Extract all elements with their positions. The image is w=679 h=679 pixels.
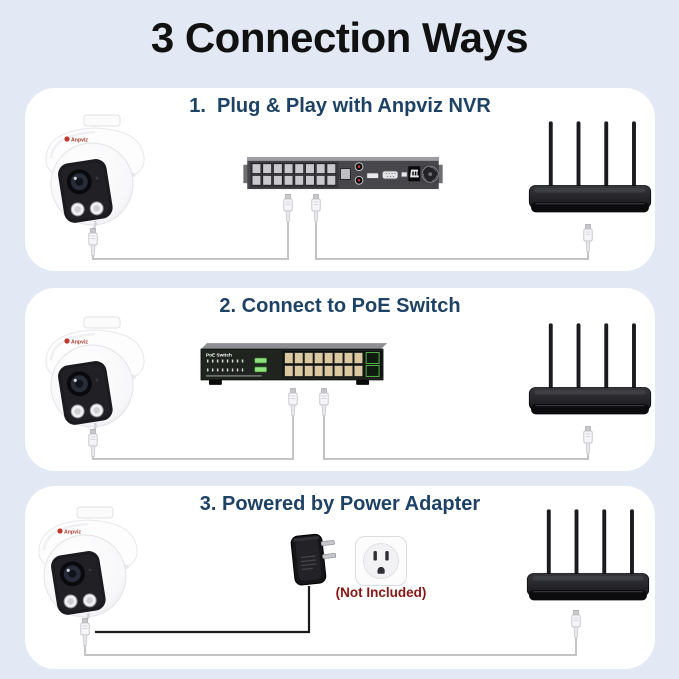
section-card-2: 2. Connect to PoE Switch	[25, 288, 655, 471]
rj45-connector	[88, 429, 98, 457]
section-card-3: 3. Powered by Power Adapter (Not Include…	[25, 486, 655, 669]
wifi-router	[528, 322, 652, 415]
section-1-diagram	[44, 114, 652, 260]
nvr-16-channel	[243, 156, 443, 190]
not-included-note: (Not Included)	[335, 585, 427, 600]
ip-camera	[44, 114, 146, 227]
ethernet-cable	[323, 416, 589, 460]
section-2-heading: 2. Connect to PoE Switch	[219, 295, 461, 317]
section-3-heading: 3. Powered by Power Adapter	[199, 493, 481, 515]
section-1-heading: 1. Plug & Play with Anpviz NVR	[189, 95, 491, 117]
rj45-connector	[283, 194, 293, 222]
rj45-connector	[571, 610, 581, 638]
wifi-router	[528, 120, 652, 213]
rj45-connector	[88, 228, 98, 256]
ip-camera	[44, 316, 146, 429]
page-title: 3 Connection Ways	[150, 14, 529, 61]
poe-switch	[200, 343, 388, 386]
rj45-connector	[583, 426, 593, 454]
ip-camera	[37, 506, 139, 619]
section-card-1: 1. Plug & Play with Anpviz NVR	[25, 88, 655, 271]
rj45-connector	[583, 224, 593, 252]
rj45-connector	[311, 194, 321, 222]
rj45-connector	[319, 388, 329, 416]
section-3-diagram	[37, 506, 650, 656]
rj45-connector	[80, 618, 90, 646]
ethernet-cable	[84, 638, 577, 656]
ethernet-cable	[315, 222, 589, 260]
rj45-connector	[288, 388, 298, 416]
ethernet-cable	[92, 222, 289, 260]
section-2-diagram	[44, 316, 652, 460]
power-cable	[95, 586, 311, 634]
power-adapter	[290, 531, 339, 587]
wifi-router	[526, 508, 650, 601]
wall-outlet	[355, 536, 407, 586]
ethernet-cable	[92, 416, 294, 460]
